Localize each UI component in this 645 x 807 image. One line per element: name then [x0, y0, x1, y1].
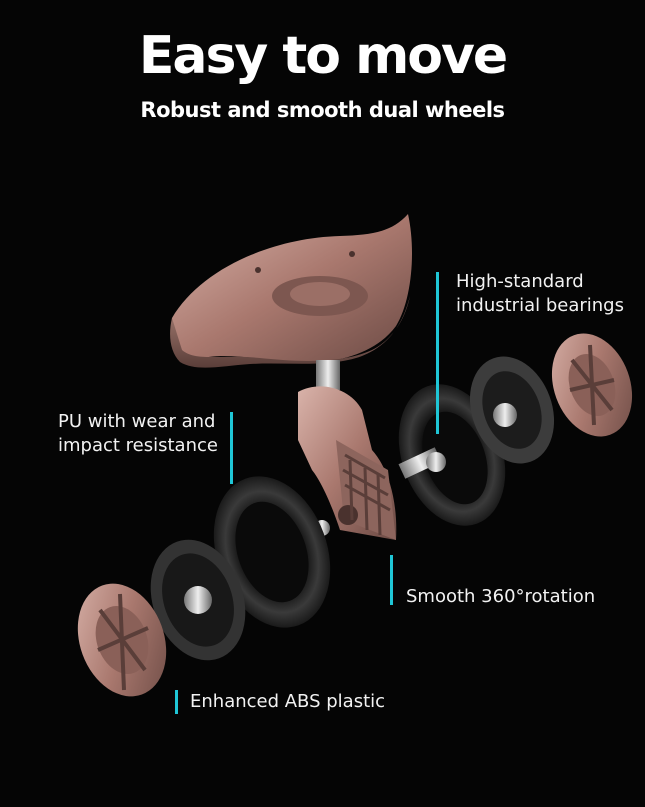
wheel-fork — [298, 386, 397, 540]
left-hubcap — [77, 583, 167, 697]
pu-label-line2: impact resistance — [58, 435, 218, 456]
page-subtitle: Robust and smooth dual wheels — [140, 98, 505, 122]
left-hub — [150, 539, 246, 661]
rotation-callout-line — [390, 555, 393, 605]
bearings-label-line2: industrial bearings — [456, 295, 624, 316]
pu-label-line1: PU with wear and — [58, 411, 216, 432]
bearings-label-line1: High-standard — [456, 271, 584, 292]
pu-callout-line — [230, 412, 233, 484]
right-hub — [469, 356, 555, 464]
rotation-callout-label: Smooth 360°rotation — [406, 586, 596, 607]
bearings-callout-line — [436, 272, 439, 434]
pu-callout-label: PU with wear and impact resistance — [58, 410, 218, 458]
axle — [314, 447, 446, 536]
bearings-callout-label: High-standard industrial bearings — [456, 270, 624, 318]
right-hubcap — [551, 333, 633, 437]
left-tire — [213, 476, 331, 628]
abs-callout-line — [175, 690, 178, 714]
abs-callout-label: Enhanced ABS plastic — [190, 691, 386, 712]
swivel-stem — [316, 360, 340, 390]
mounting-plate — [170, 214, 412, 368]
page-title: Easy to move — [138, 26, 508, 86]
